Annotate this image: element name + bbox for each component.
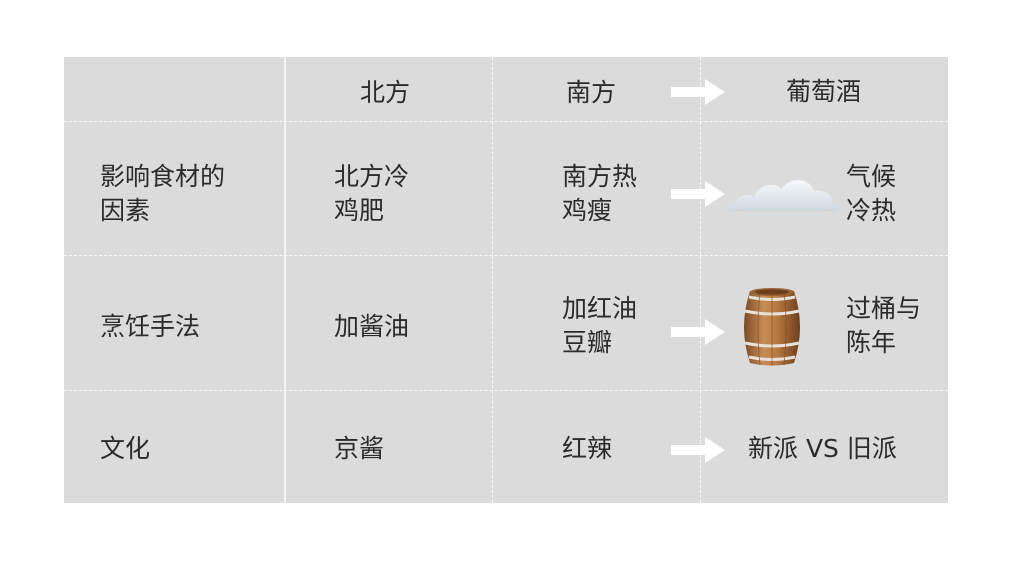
header-south: 南方 xyxy=(566,78,617,107)
cell-line: 鸡肥 xyxy=(334,196,385,225)
cell-wine-cooking: 过桶与 陈年 xyxy=(846,292,921,360)
row-divider xyxy=(64,390,948,391)
cell-south-factors: 南方热 鸡瘦 xyxy=(562,160,637,228)
cell-wine-culture: 新派 VS 旧派 xyxy=(748,434,897,463)
arrow-right-icon xyxy=(671,437,725,463)
cell-south-culture: 红辣 xyxy=(562,434,613,463)
cell-line: 气候 xyxy=(846,162,897,191)
cell-line: 陈年 xyxy=(846,328,897,357)
arrow-right-icon xyxy=(671,319,725,345)
cell-line: 北方冷 xyxy=(334,162,410,191)
column-divider xyxy=(700,57,701,503)
row-label-culture: 文化 xyxy=(100,434,151,463)
cell-line: 冷热 xyxy=(846,196,897,225)
arrow-right-icon xyxy=(671,79,725,105)
row-label-line: 因素 xyxy=(100,196,151,225)
column-divider xyxy=(492,57,493,503)
cell-line: 鸡瘦 xyxy=(562,196,613,225)
cell-wine-factors: 气候 冷热 xyxy=(846,160,896,228)
cell-line: 加红油 xyxy=(562,294,638,323)
comparison-table: 北方 南方 葡萄酒 影响食材的 因素 北方冷 鸡肥 南方热 鸡瘦 气候 冷热 烹… xyxy=(64,57,948,503)
row-label-line: 影响食材的 xyxy=(100,162,226,191)
cell-south-cooking: 加红油 豆瓣 xyxy=(562,292,637,360)
cell-north-factors: 北方冷 鸡肥 xyxy=(334,160,409,228)
column-divider xyxy=(284,57,286,503)
cloud-icon xyxy=(727,180,839,217)
cell-line: 豆瓣 xyxy=(562,328,613,357)
arrow-right-icon xyxy=(671,181,725,207)
cell-line: 南方热 xyxy=(562,162,638,191)
row-divider xyxy=(64,121,948,122)
row-label-factors: 影响食材的 因素 xyxy=(100,160,225,228)
header-north: 北方 xyxy=(360,78,411,107)
row-label-cooking: 烹饪手法 xyxy=(100,312,201,341)
header-wine: 葡萄酒 xyxy=(786,77,862,106)
cell-north-culture: 京酱 xyxy=(334,434,385,463)
cell-north-cooking: 加酱油 xyxy=(334,312,410,341)
row-divider xyxy=(64,255,948,256)
barrel-icon xyxy=(744,288,800,366)
cell-line: 过桶与 xyxy=(846,294,922,323)
